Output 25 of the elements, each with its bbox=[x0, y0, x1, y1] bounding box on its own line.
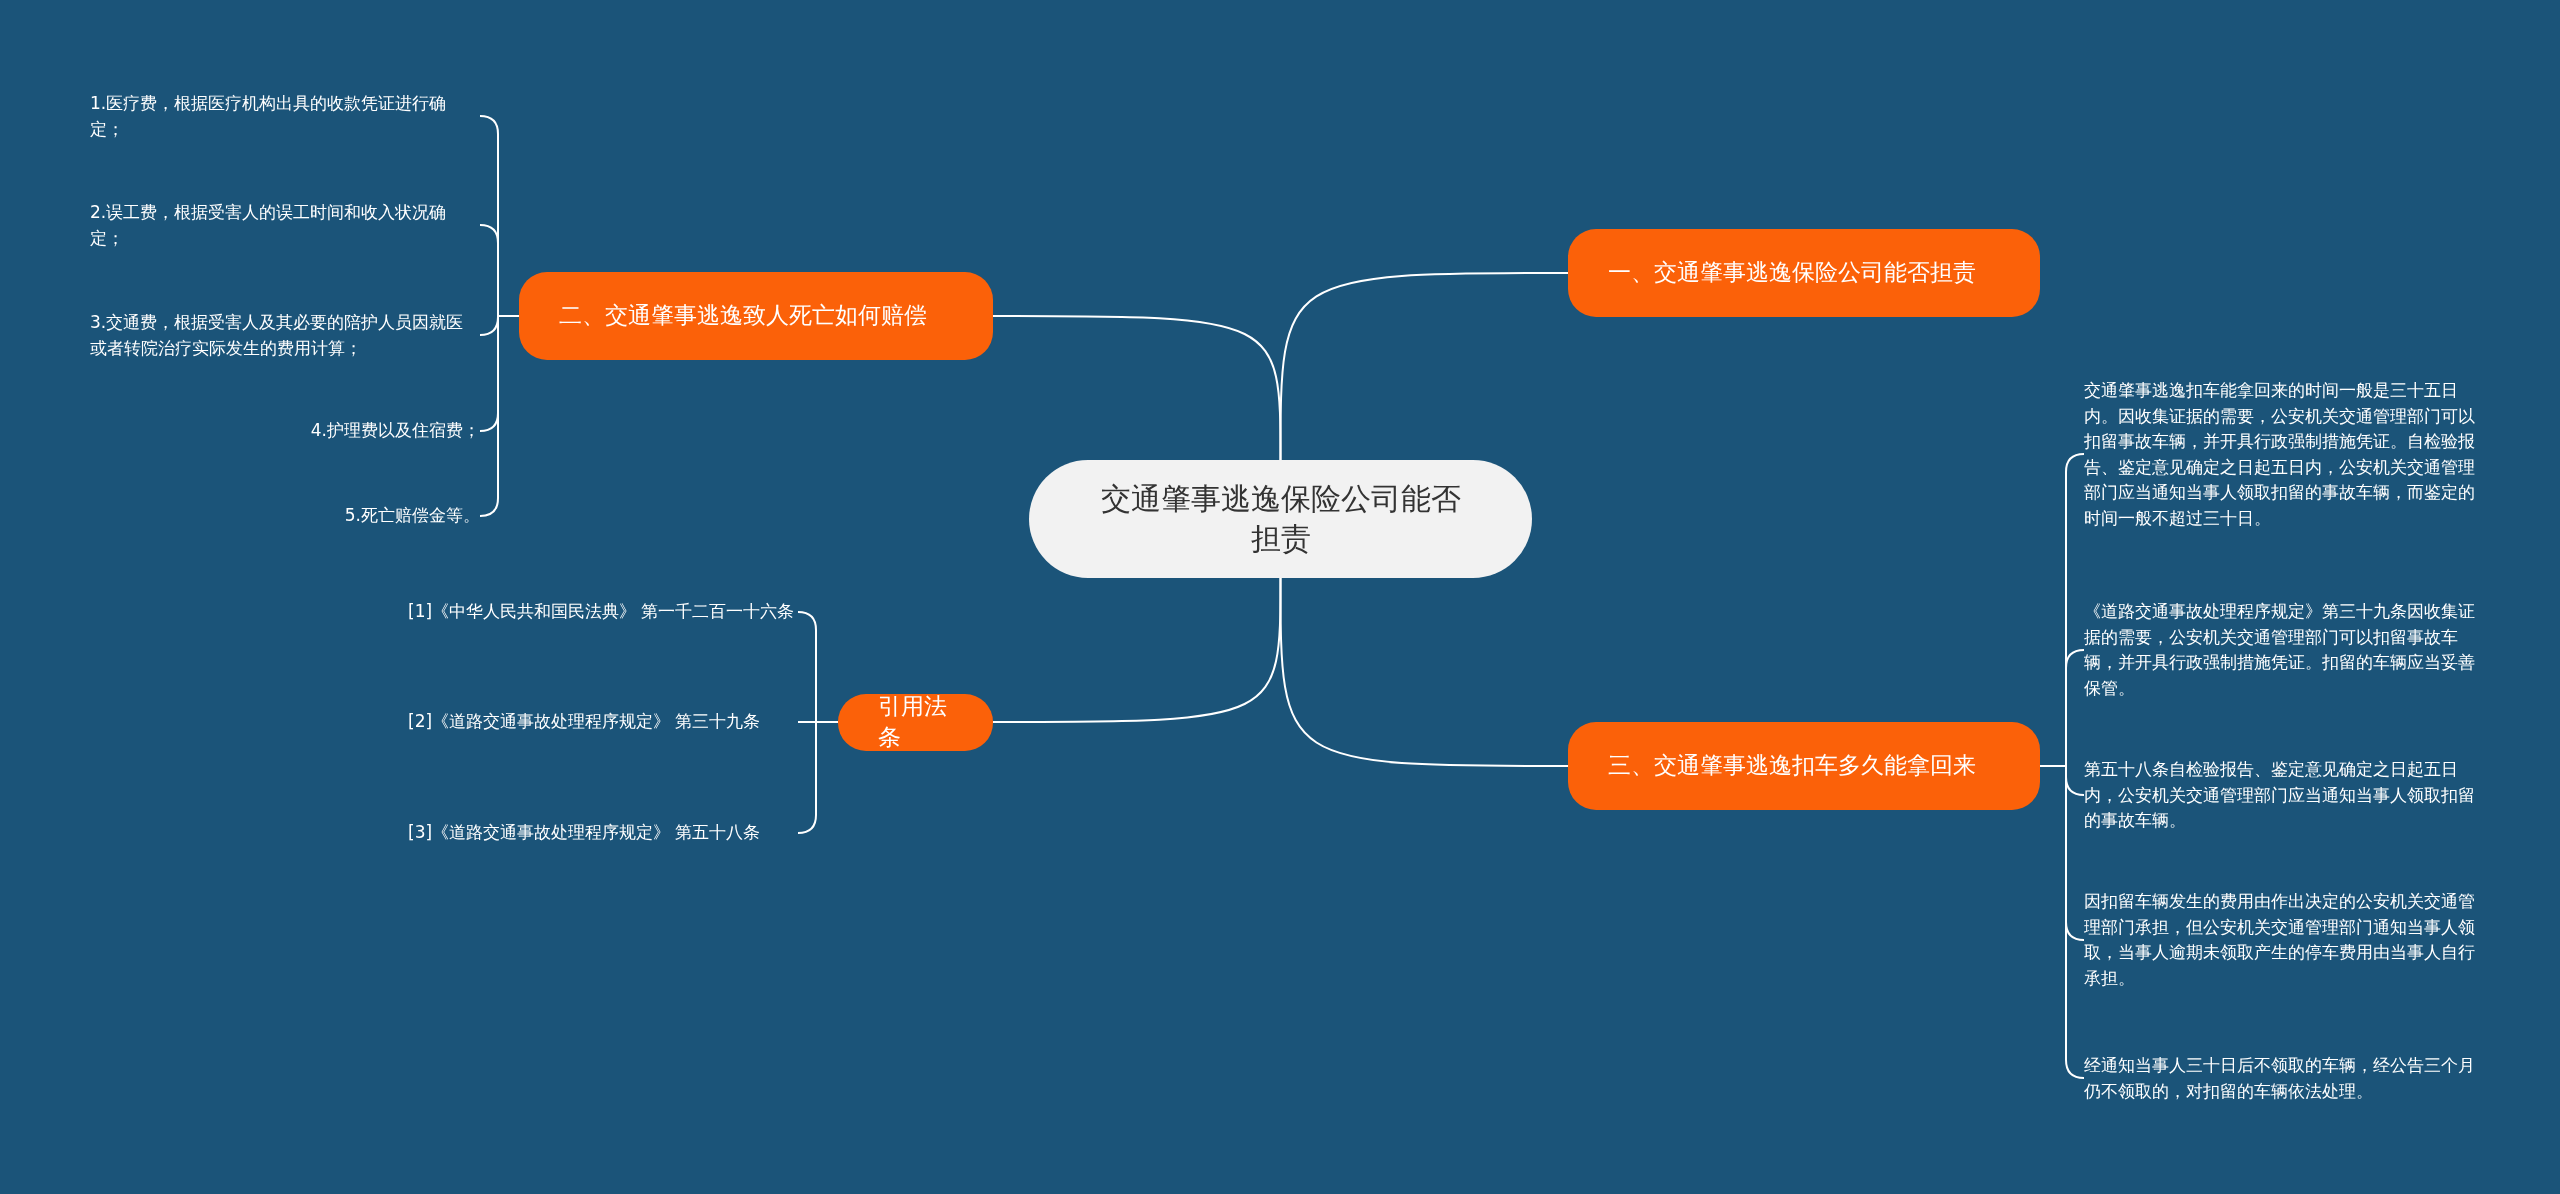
connector-line bbox=[2039, 765, 2085, 1079]
note-text: 2.误工费，根据受害人的误工时间和收入状况确定； bbox=[90, 199, 480, 251]
note-text: 经通知当事人三十日后不领取的车辆，经公告三个月仍不领取的，对扣留的车辆依法处理。 bbox=[2084, 1052, 2484, 1104]
note-text: 《道路交通事故处理程序规定》第三十九条因收集证据的需要，公安机关交通管理部门可以扣留事故车辆，并开具行政强制措施凭证。扣留的车辆应当妥善保管。 bbox=[2084, 599, 2484, 701]
topic-pill: 三、交通肇事逃逸扣车多久能拿回来 bbox=[1568, 722, 2040, 810]
topic-pill: 一、交通肇事逃逸保险公司能否担责 bbox=[1568, 229, 2040, 317]
connector-line bbox=[479, 315, 520, 517]
topic-pill: 引用法条 bbox=[838, 693, 993, 751]
connector-line bbox=[1279, 272, 1569, 461]
central-topic: 交通肇事逃逸保险公司能否担责 bbox=[1029, 460, 1532, 578]
note-text: 交通肇事逃逸扣车能拿回来的时间一般是三十五日内。因收集证据的需要，公安机关交通管理部门可以扣留事故车辆，并开具行政强制措施凭证。自检验报告、鉴定意见确定之日起五日内，公安机关交通管理部门应当通知当事人领取扣留的事故车辆，而鉴定的时间一般不超过三十日。 bbox=[2084, 377, 2484, 531]
note-text: 3.交通费，根据受害人及其必要的陪护人员因就医或者转院治疗实际发生的费用计算； bbox=[90, 309, 480, 361]
note-text: 因扣留车辆发生的费用由作出决定的公安机关交通管理部门承担，但公安机关交通管理部门通知当事人领取，当事人逾期未领取产生的停车费用由当事人自行承担。 bbox=[2084, 889, 2484, 991]
note-text: [3]《道路交通事故处理程序规定》 第五十八条 bbox=[408, 820, 798, 846]
note-text: [2]《道路交通事故处理程序规定》 第三十九条 bbox=[408, 709, 798, 735]
topic-pill: 二、交通肇事逃逸致人死亡如何赔偿 bbox=[519, 272, 993, 360]
connector-line bbox=[797, 721, 839, 834]
note-text: 4.护理费以及住宿费； bbox=[90, 418, 480, 444]
note-text: 第五十八条自检验报告、鉴定意见确定之日起五日内，公安机关交通管理部门应当通知当事人领取扣留的事故车辆。 bbox=[2084, 756, 2484, 834]
note-text: 1.医疗费，根据医疗机构出具的收款凭证进行确定； bbox=[90, 90, 480, 142]
connector-line bbox=[992, 315, 1282, 461]
connector-line bbox=[1279, 577, 1569, 767]
note-text: [1]《中华人民共和国民法典》 第一千二百一十六条 bbox=[408, 599, 798, 625]
connector-line bbox=[992, 577, 1282, 723]
note-text: 5.死亡赔偿金等。 bbox=[90, 503, 480, 529]
